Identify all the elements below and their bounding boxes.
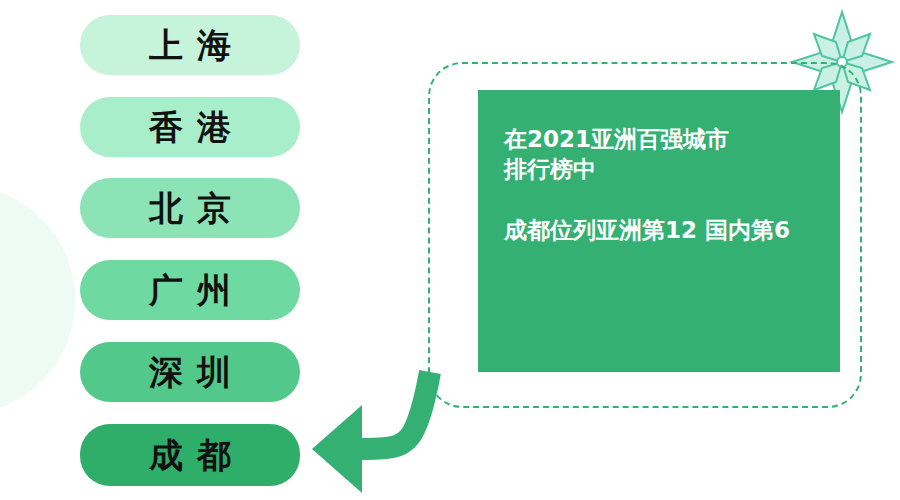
- city-name: 上海: [135, 28, 245, 62]
- callout-panel: 在2021亚洲百强城市 排行榜中成都位列亚洲第12 国内第6: [478, 90, 840, 372]
- callout-text: 成都位列亚洲第12 国内第6: [504, 215, 820, 245]
- arrow-head: [312, 405, 362, 493]
- dashed-callout-frame: 在2021亚洲百强城市 排行榜中成都位列亚洲第12 国内第6: [428, 62, 862, 408]
- city-pill: 北京: [80, 178, 300, 238]
- city-name: 北京: [135, 191, 245, 225]
- city-name: 深圳: [135, 355, 245, 389]
- arrow-band: [360, 372, 430, 449]
- city-pill: 成都: [80, 424, 300, 486]
- city-name: 广州: [135, 273, 245, 307]
- callout-text: 在2021亚洲百强城市 排行榜中: [504, 124, 820, 185]
- background-circle: [0, 185, 75, 415]
- city-name: 香港: [135, 110, 245, 144]
- city-pill: 香港: [80, 97, 300, 157]
- city-pill: 上海: [80, 15, 300, 75]
- city-pill: 深圳: [80, 342, 300, 402]
- city-pill: 广州: [80, 260, 300, 320]
- curved-arrow: [312, 372, 430, 493]
- city-name: 成都: [135, 438, 245, 472]
